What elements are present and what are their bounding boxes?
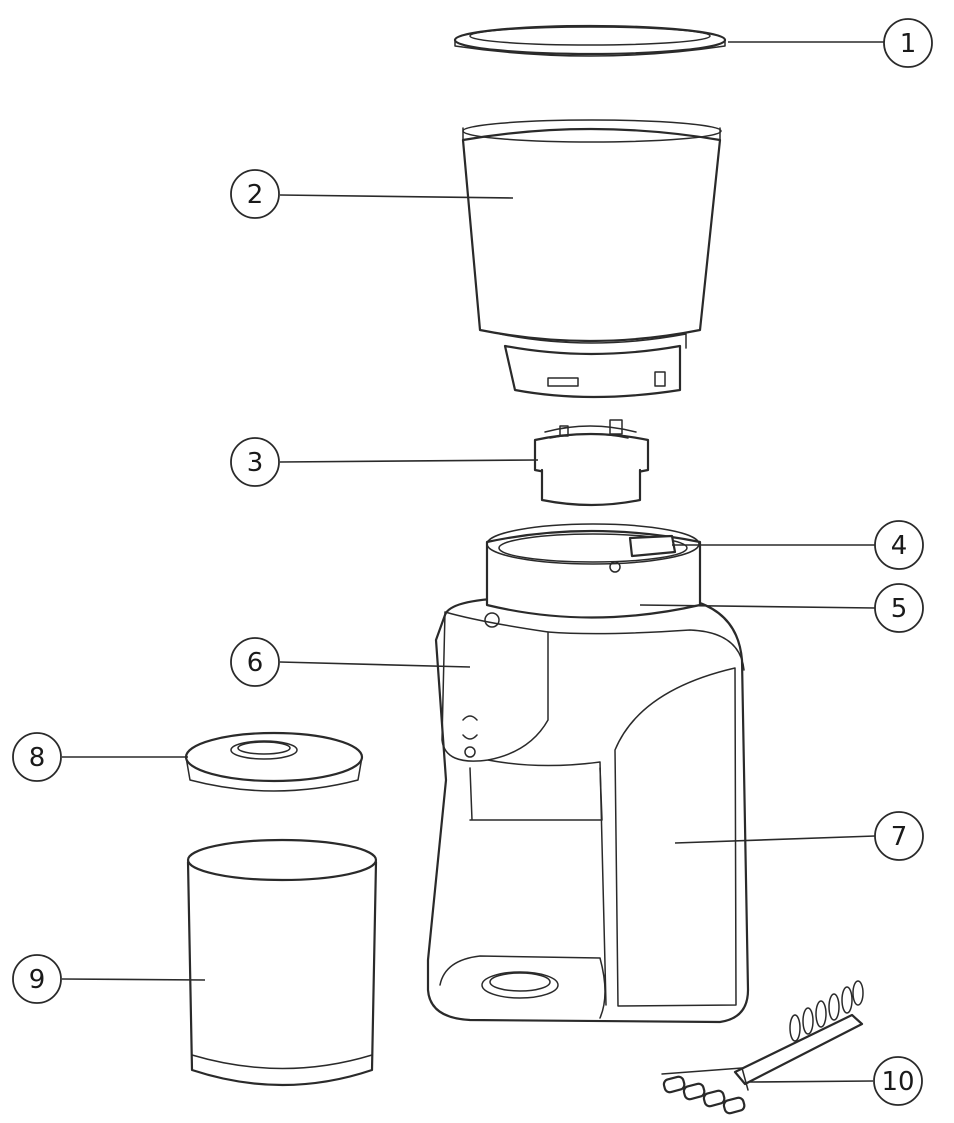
callout-2-label: 2	[247, 180, 264, 210]
callout-10: 10	[873, 1056, 923, 1106]
part-9-grounds-canister	[186, 838, 378, 1087]
callout-8: 8	[12, 732, 62, 782]
brush-bristles	[789, 980, 864, 1042]
callout-6: 6	[230, 637, 280, 687]
part-3-upper-burr	[533, 419, 650, 507]
part-10-cleaning-brush	[661, 980, 864, 1115]
callout-8-label: 8	[29, 743, 46, 773]
callout-9: 9	[12, 954, 62, 1004]
callouts: 1 2 3 4 5 6 7 8	[12, 18, 933, 1106]
callout-1: 1	[883, 18, 933, 68]
leader-line-5	[639, 604, 876, 609]
leader-line-7	[674, 835, 876, 844]
callout-5-label: 5	[891, 594, 908, 624]
callout-1-label: 1	[900, 29, 917, 59]
part-8-canister-lid	[184, 731, 364, 792]
leader-line-10	[749, 1080, 874, 1083]
callout-4-label: 4	[891, 531, 908, 561]
callout-3: 3	[230, 437, 280, 487]
callout-7: 7	[874, 811, 924, 861]
callout-3-label: 3	[247, 448, 264, 478]
leader-lines	[61, 41, 885, 1083]
part-2-bean-hopper	[461, 119, 722, 399]
callout-4: 4	[874, 520, 924, 570]
callout-10-label: 10	[881, 1067, 914, 1097]
part-1-hopper-lid	[453, 24, 727, 57]
callout-6-label: 6	[247, 648, 264, 678]
leader-line-6	[279, 661, 471, 668]
callout-2: 2	[230, 169, 280, 219]
callout-9-label: 9	[29, 965, 46, 995]
leader-line-9	[61, 978, 206, 981]
callout-5: 5	[874, 583, 924, 633]
leader-line-2	[279, 194, 514, 199]
grinder-body	[426, 523, 750, 1024]
callout-7-label: 7	[891, 822, 908, 852]
leader-line-3	[279, 459, 539, 463]
